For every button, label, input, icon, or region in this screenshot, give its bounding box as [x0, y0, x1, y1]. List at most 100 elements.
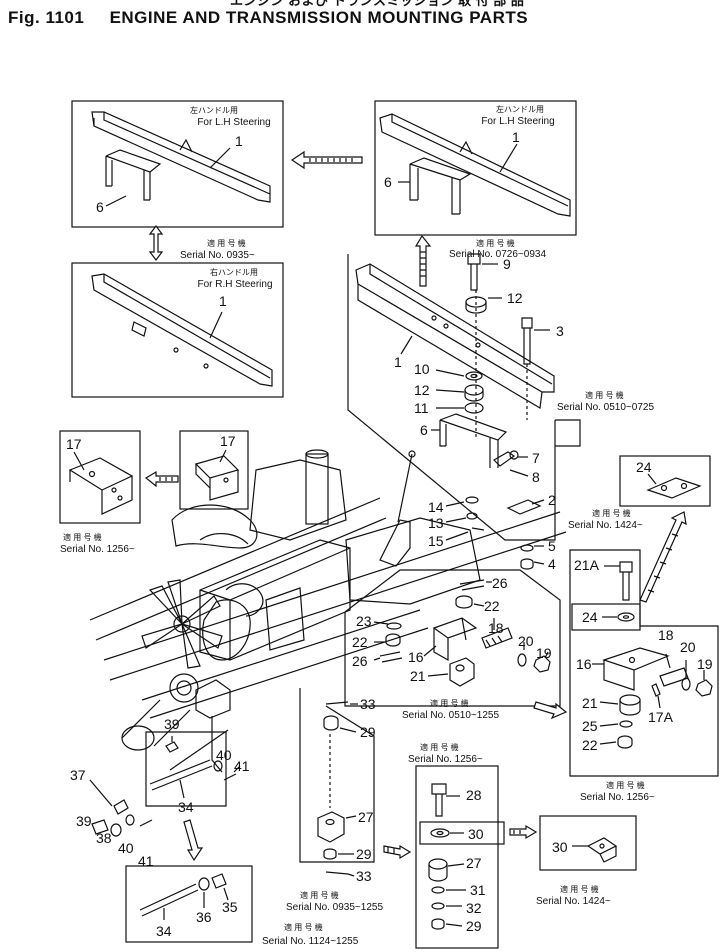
- hole: [88, 470, 96, 478]
- arrow-right-30: [509, 824, 538, 840]
- pulley: [169, 673, 199, 703]
- plate-11: [464, 402, 484, 414]
- mount-leg: [211, 716, 223, 773]
- cushion-21-top: [619, 694, 641, 706]
- bolt-3: [521, 317, 533, 365]
- group-outline: [299, 688, 375, 863]
- box-lh-steering-left: 左ハンドル用 For L.H Steering 1 6: [71, 100, 284, 228]
- serial-0726-0934: Serial No. 0726~0934: [449, 249, 546, 260]
- bracket-17: [68, 457, 134, 515]
- box-label: For L.H Steering: [481, 116, 554, 127]
- bracket-6-top: [409, 157, 472, 181]
- leader-33b: [347, 873, 355, 877]
- leader-10: [435, 369, 465, 377]
- leader-1: [209, 311, 223, 339]
- box-plate-24: 24: [619, 455, 711, 507]
- callout-23: 23: [356, 613, 372, 629]
- serial-jp: 適 用 号 機: [585, 390, 624, 400]
- leader-17: [73, 451, 85, 471]
- callout-20: 20: [680, 639, 696, 655]
- serial-jp: 適 用 号 機: [606, 780, 645, 790]
- bracket-16: [602, 647, 670, 691]
- washer-30-hole: [436, 830, 444, 836]
- callout-18: 18: [658, 627, 674, 643]
- nut-35: [211, 873, 227, 889]
- arrow-down-34: [183, 819, 204, 862]
- header-japanese: エンジン および トランスミッション 取 付 部 品: [230, 0, 525, 8]
- callout-34: 34: [156, 923, 172, 939]
- leader-6: [105, 195, 127, 207]
- cushion-27: [317, 811, 345, 843]
- box-frame: [179, 430, 249, 510]
- pin-17A: [651, 683, 661, 697]
- leader-4: [533, 561, 545, 565]
- callout-6: 6: [420, 422, 428, 438]
- serial-jp: 適 用 号 機: [63, 532, 102, 542]
- arrow-hatch: [420, 251, 426, 277]
- nut-22: [455, 595, 473, 609]
- callout-8: 8: [532, 469, 540, 485]
- callout-40: 40: [216, 747, 232, 763]
- box-frame: [59, 430, 141, 524]
- axle-tube: [121, 699, 191, 747]
- washer-30: [430, 828, 450, 838]
- leader-41: [233, 765, 241, 773]
- box-jp-label: 右ハンドル用: [210, 267, 258, 277]
- washer-24: [617, 612, 635, 622]
- nut-29: [431, 918, 445, 930]
- washer-14: [465, 496, 479, 504]
- arrow-shape: [533, 701, 568, 720]
- serial-jp: 適 用 号 機: [592, 508, 631, 518]
- serial-0935-1255: Serial No. 0935~1255: [286, 902, 383, 913]
- callout-19: 19: [536, 645, 552, 661]
- serial-1424-right: Serial No. 1424~: [568, 520, 643, 531]
- leader-13: [445, 517, 467, 523]
- exhaust-pipe: [305, 453, 329, 525]
- bracket-17: [194, 455, 240, 501]
- plate-30: [586, 837, 618, 863]
- callout-21: 21: [410, 668, 426, 684]
- pin-41: [223, 773, 237, 781]
- beam-tab: [131, 321, 147, 337]
- washer-10-hole: [470, 373, 478, 379]
- bolt-39b: [91, 819, 109, 835]
- frame-rail: [89, 497, 567, 681]
- bracket-6: [439, 419, 499, 468]
- arrow-right-mid: [533, 701, 568, 720]
- callout-16: 16: [408, 649, 424, 665]
- beam-edge: [103, 274, 271, 379]
- box-frame: [125, 865, 253, 943]
- bolt-21A: [619, 561, 633, 601]
- hole: [431, 315, 437, 321]
- box-label: For R.H Steering: [197, 279, 272, 290]
- callout-34: 34: [178, 799, 194, 815]
- callout-33: 33: [356, 868, 372, 884]
- cushion-27-side: [428, 864, 448, 882]
- serial-0935: Serial No. 0935~: [180, 250, 255, 261]
- leader-34: [179, 779, 185, 799]
- bolt-18: [481, 627, 513, 649]
- box-frame: [539, 815, 637, 871]
- serial-jp: 適 用 号 機: [476, 238, 515, 248]
- callout-16: 16: [576, 656, 592, 672]
- stud-34: [149, 759, 213, 791]
- hole: [680, 482, 688, 490]
- callout-40: 40: [118, 840, 134, 856]
- callout-10: 10: [414, 361, 430, 377]
- beam-edge: [93, 112, 271, 195]
- bolt-39: [165, 741, 179, 753]
- beam-tab: [179, 138, 193, 153]
- bracket-16: [432, 617, 478, 662]
- washer-25: [619, 720, 633, 728]
- hole: [223, 477, 229, 483]
- washer-32: [431, 902, 445, 910]
- arrow-hatch: [309, 158, 353, 162]
- washer-40b: [125, 814, 135, 826]
- mount-group-0935-1255: 33 29 27 29 33: [299, 688, 376, 884]
- callout-4: 4: [548, 556, 556, 572]
- callout-26: 26: [352, 653, 368, 669]
- serial-jp: 適 用 号 機: [300, 890, 339, 900]
- leader-27: [447, 863, 465, 867]
- callout-13: 13: [428, 515, 444, 531]
